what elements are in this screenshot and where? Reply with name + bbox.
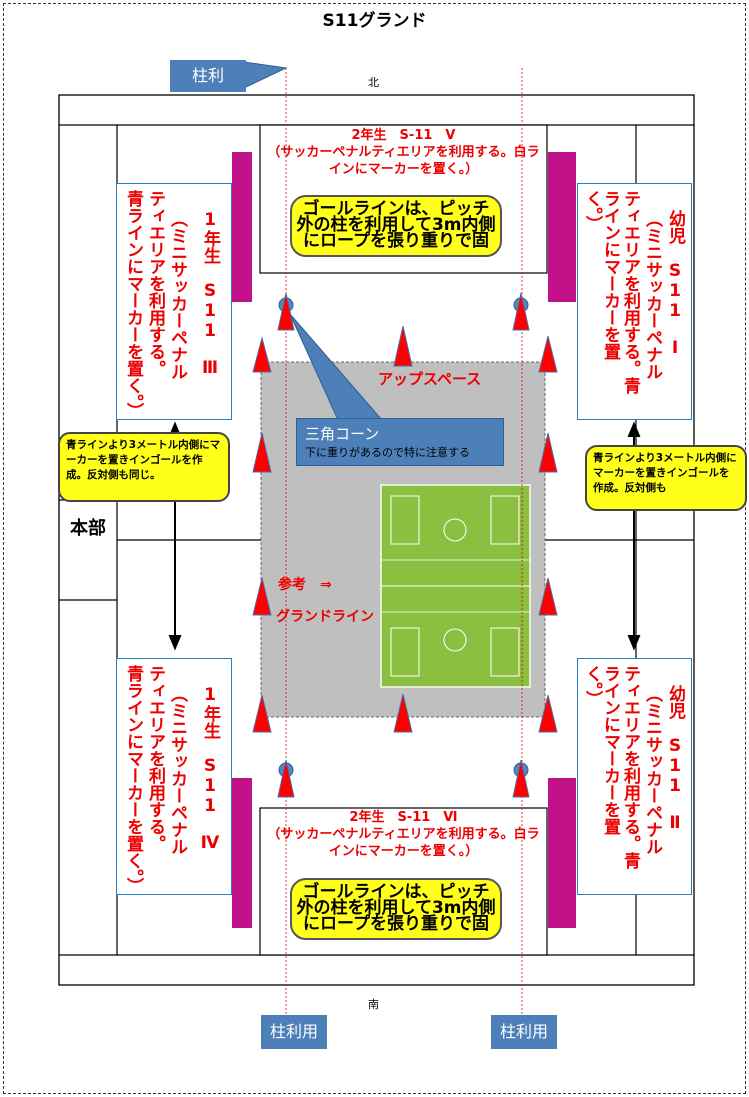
top-field-title: 2年生 S-11 Ⅴ xyxy=(351,128,456,143)
goal-note-bottom: ゴールラインは、ピッチ外の柱を利用して3m内側にロープを張り重りで固 xyxy=(290,878,502,940)
up-space-label: アップスペース xyxy=(378,370,482,388)
bottom-field-title: 2年生 S-11 Ⅵ xyxy=(349,810,458,825)
goal-bar-top-left xyxy=(232,152,252,302)
bottom-field-desc: （サッカーペナルティエリアを利用する。白ラインにマーカーを置く。） xyxy=(267,827,540,859)
right-bottom-text-col4: （ミニサッカーペナル xyxy=(642,685,662,855)
field-box-left-top xyxy=(116,183,232,420)
right-bottom-text-col5: 幼児 S11 Ⅱ xyxy=(665,685,685,833)
left-top-text-col3: （ミニサッカーペナル xyxy=(167,210,187,380)
south-label: 南 xyxy=(368,998,379,1011)
north-label: 北 xyxy=(368,76,379,89)
diagram-frame xyxy=(3,3,746,1094)
field-box-right-top xyxy=(577,183,692,420)
right-top-text-col5: 幼児 S11 Ⅰ xyxy=(665,210,685,358)
goal-bar-bottom-right xyxy=(548,778,576,928)
cone-callout-sub: 下に重りがあるので特に注意する xyxy=(305,446,470,459)
right-top-text-col2: ラインにマーカーを置 xyxy=(600,190,620,360)
top-field-desc: （サッカーペナルティエリアを利用する。白ラインにマーカーを置く。） xyxy=(267,145,540,177)
field-box-right-bottom xyxy=(577,658,692,895)
left-top-text-col1: 青ラインにマーカーを置く。） xyxy=(123,190,143,420)
pillar-label-bottom-left: 柱利用 xyxy=(261,1015,327,1049)
left-top-text-col2: ティエリアを利用する。 xyxy=(145,190,165,377)
right-bottom-text-col3: ティエリアを利用する。青 xyxy=(620,665,640,869)
note-left: 青ラインより3メートル内側にマーカーを置きインゴールを作成。反対側も同じ。 xyxy=(58,432,230,502)
headquarters-label: 本部 xyxy=(70,518,106,539)
soccer-pitch-image xyxy=(380,484,531,688)
cone-callout-title: 三角コーン xyxy=(305,425,380,443)
pillar-label-top: 柱利 xyxy=(170,60,246,92)
reference-line1: 参考 ⇒ xyxy=(278,577,332,593)
left-bottom-text-col1: 青ラインにマーカーを置く。） xyxy=(123,665,143,895)
goal-bar-bottom-left xyxy=(232,778,252,928)
left-bottom-text-col4: 1年生 S11 Ⅳ xyxy=(200,685,220,853)
goal-bar-top-right xyxy=(548,152,576,302)
goal-note-top: ゴールラインは、ピッチ外の柱を利用して3m内側にロープを張り重りで固 xyxy=(290,195,502,257)
right-top-text-col3: ティエリアを利用する。青 xyxy=(620,190,640,394)
right-bottom-text-col2: ラインにマーカーを置 xyxy=(600,665,620,835)
left-bottom-text-col3: （ミニサッカーペナル xyxy=(167,685,187,855)
field-box-left-bottom xyxy=(116,658,232,895)
pillar-label-bottom-right: 柱利用 xyxy=(491,1015,557,1049)
note-right: 青ラインより3メートル内側にマーカーを置きインゴールを作成。反対側も xyxy=(585,445,747,511)
right-top-text-col4: （ミニサッカーペナル xyxy=(642,210,662,380)
right-bottom-text-col1: く。） xyxy=(582,665,602,708)
left-bottom-text-col2: ティエリアを利用する。 xyxy=(145,665,165,852)
right-top-text-col1: く。） xyxy=(582,190,602,233)
left-top-text-col4: 1年生 S11 Ⅲ xyxy=(200,210,220,378)
reference-line2: グランドライン xyxy=(276,609,374,625)
cone-callout: 三角コーン 下に重りがあるので特に注意する xyxy=(296,418,504,466)
diagram-title: S11グランド xyxy=(322,11,427,31)
